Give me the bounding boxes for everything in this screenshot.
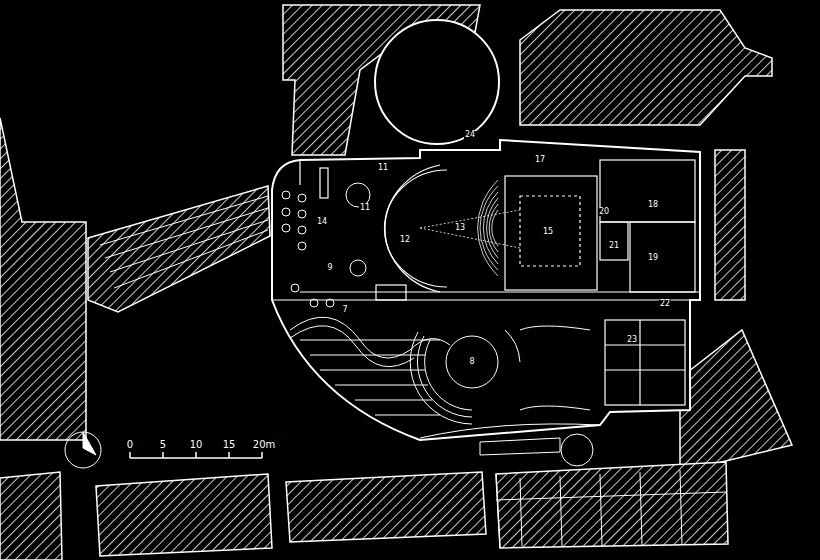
north-arrow — [65, 432, 101, 468]
callout-number: 7 — [341, 306, 348, 314]
callout-number: 8 — [468, 358, 475, 366]
callout-number: 9 — [326, 264, 333, 272]
building-outline — [272, 140, 700, 440]
interior-walls — [272, 160, 700, 405]
amphitheatre — [290, 317, 600, 466]
callout-number: 22 — [659, 300, 671, 308]
callout-number: 13 — [454, 224, 466, 232]
callout-number: 19 — [647, 254, 659, 262]
scale-bar — [130, 452, 262, 458]
callout-number: 14 — [316, 218, 328, 226]
columns — [282, 183, 370, 307]
scale-number: 15 — [222, 440, 237, 450]
callout-number: 12 — [399, 236, 411, 244]
auditorium-seating — [420, 180, 520, 276]
callout-number: 17 — [534, 156, 546, 164]
callout-number: 20 — [598, 208, 610, 216]
scale-number: 5 — [159, 440, 167, 450]
callout-number: 11 — [359, 204, 371, 212]
scale-number: 10 — [189, 440, 204, 450]
callout-number: 23 — [626, 336, 638, 344]
scale-number: 20m — [252, 440, 276, 450]
callout-number: 24 — [464, 131, 476, 139]
callout-number: 18 — [647, 201, 659, 209]
callout-number: 21 — [608, 242, 620, 250]
callout-number: 11 — [377, 164, 389, 172]
round-building — [375, 20, 499, 144]
neighbour-buildings — [0, 5, 792, 560]
scale-number: 0 — [126, 440, 134, 450]
callout-number: 15 — [542, 228, 554, 236]
